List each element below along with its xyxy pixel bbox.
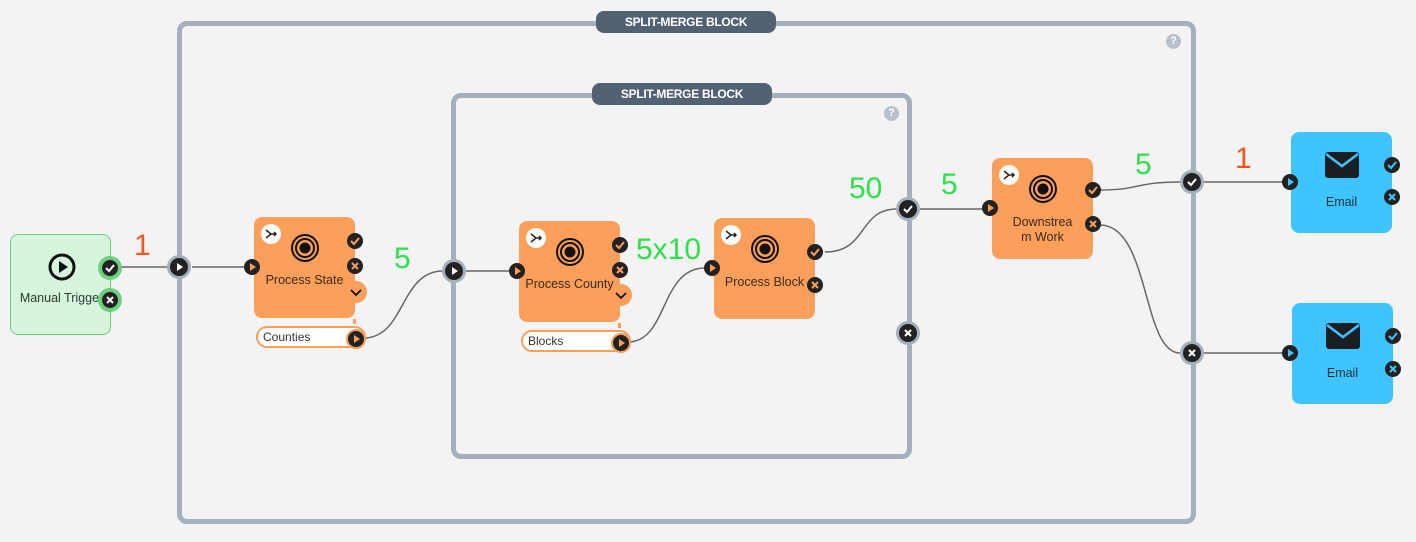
downstream-work-input-port[interactable] bbox=[982, 200, 998, 216]
link-downstream-success-to-outer bbox=[1099, 181, 1181, 191]
split-icon bbox=[721, 225, 741, 245]
process-block-input-port[interactable] bbox=[704, 260, 720, 276]
process-block-node[interactable]: Process Block bbox=[714, 218, 815, 319]
email-failure-input-port[interactable] bbox=[1282, 345, 1298, 361]
target-icon bbox=[750, 234, 780, 269]
process-state-expand-icon[interactable] bbox=[345, 281, 367, 303]
downstream-work-label-line2: m Work bbox=[1021, 230, 1064, 244]
email-failure-node[interactable]: Email bbox=[1292, 303, 1393, 404]
outer-block-success-joint[interactable] bbox=[1180, 170, 1204, 194]
play-circle-icon bbox=[47, 252, 77, 287]
link-counties-to-inner-in bbox=[363, 270, 444, 339]
param-connector bbox=[618, 323, 621, 328]
inner-block-input-joint[interactable] bbox=[442, 259, 466, 283]
param-connector bbox=[353, 319, 356, 324]
inner-block-success-joint[interactable] bbox=[896, 197, 920, 221]
process-county-expand-icon[interactable] bbox=[610, 284, 632, 306]
count-state-to-inner: 5 bbox=[394, 242, 411, 275]
target-icon bbox=[1028, 174, 1058, 209]
manual-trigger-node[interactable]: Manual Trigger bbox=[10, 234, 111, 335]
inner-block-title[interactable]: SPLIT-MERGE BLOCK bbox=[592, 83, 772, 105]
target-icon bbox=[290, 233, 320, 268]
inner-help-icon[interactable]: ? bbox=[884, 106, 899, 121]
mail-icon bbox=[1325, 322, 1361, 355]
split-icon bbox=[526, 228, 546, 248]
target-icon bbox=[555, 237, 585, 272]
split-icon bbox=[999, 165, 1019, 185]
email-success-node[interactable]: Email bbox=[1291, 132, 1392, 233]
trigger-success-port[interactable] bbox=[102, 260, 118, 276]
counties-output-port[interactable] bbox=[346, 329, 366, 349]
count-trigger-to-block: 1 bbox=[134, 229, 151, 262]
inner-block-failure-joint[interactable] bbox=[896, 321, 920, 345]
process-block-success-port[interactable] bbox=[807, 244, 823, 260]
count-outer-to-email: 1 bbox=[1235, 142, 1252, 175]
email-success-input-port[interactable] bbox=[1282, 174, 1298, 190]
mail-icon bbox=[1324, 151, 1360, 184]
downstream-work-failure-port[interactable] bbox=[1085, 216, 1101, 232]
process-county-node[interactable]: Process County bbox=[519, 221, 620, 322]
count-county-to-block: 5x10 bbox=[636, 233, 702, 266]
trigger-failure-port[interactable] bbox=[102, 292, 118, 308]
process-state-success-port[interactable] bbox=[347, 233, 363, 249]
process-county-label: Process County bbox=[525, 277, 614, 291]
downstream-work-node[interactable]: Downstrea m Work bbox=[992, 158, 1093, 259]
process-county-input-port[interactable] bbox=[509, 263, 525, 279]
downstream-work-success-port[interactable] bbox=[1085, 182, 1101, 198]
downstream-work-label-line1: Downstrea bbox=[1012, 215, 1073, 229]
email-failure-failure-port[interactable] bbox=[1385, 361, 1401, 377]
link-block-to-inner-success bbox=[824, 208, 898, 253]
process-county-failure-port[interactable] bbox=[612, 262, 628, 278]
process-state-label: Process State bbox=[265, 273, 344, 287]
process-block-failure-port[interactable] bbox=[807, 277, 823, 293]
count-inner-out-to-downstream: 5 bbox=[941, 168, 958, 201]
email-success-success-port[interactable] bbox=[1384, 157, 1400, 173]
blocks-param[interactable]: Blocks bbox=[521, 330, 631, 352]
process-state-failure-port[interactable] bbox=[347, 258, 363, 274]
process-block-label: Process Block bbox=[724, 275, 805, 289]
count-block-to-inner-out: 50 bbox=[849, 172, 883, 205]
email-failure-success-port[interactable] bbox=[1385, 328, 1401, 344]
counties-param[interactable]: Counties bbox=[256, 326, 366, 348]
email-success-failure-port[interactable] bbox=[1384, 189, 1400, 205]
outer-block-input-joint[interactable] bbox=[167, 255, 191, 279]
email-success-label: Email bbox=[1325, 195, 1358, 209]
count-downstream-to-outer: 5 bbox=[1135, 148, 1152, 181]
link-downstream-failure-to-outer bbox=[1099, 224, 1181, 354]
outer-block-title[interactable]: SPLIT-MERGE BLOCK bbox=[596, 11, 776, 33]
process-county-success-port[interactable] bbox=[612, 237, 628, 253]
outer-block-failure-joint[interactable] bbox=[1180, 341, 1204, 365]
process-state-input-port[interactable] bbox=[244, 259, 260, 275]
blocks-output-port[interactable] bbox=[611, 333, 631, 353]
manual-trigger-label: Manual Trigger bbox=[19, 291, 104, 305]
split-icon bbox=[261, 224, 281, 244]
process-state-node[interactable]: Process State bbox=[254, 217, 355, 318]
email-failure-label: Email bbox=[1326, 366, 1359, 380]
link-blocks-to-process-block bbox=[627, 267, 706, 343]
outer-help-icon[interactable]: ? bbox=[1166, 34, 1181, 49]
